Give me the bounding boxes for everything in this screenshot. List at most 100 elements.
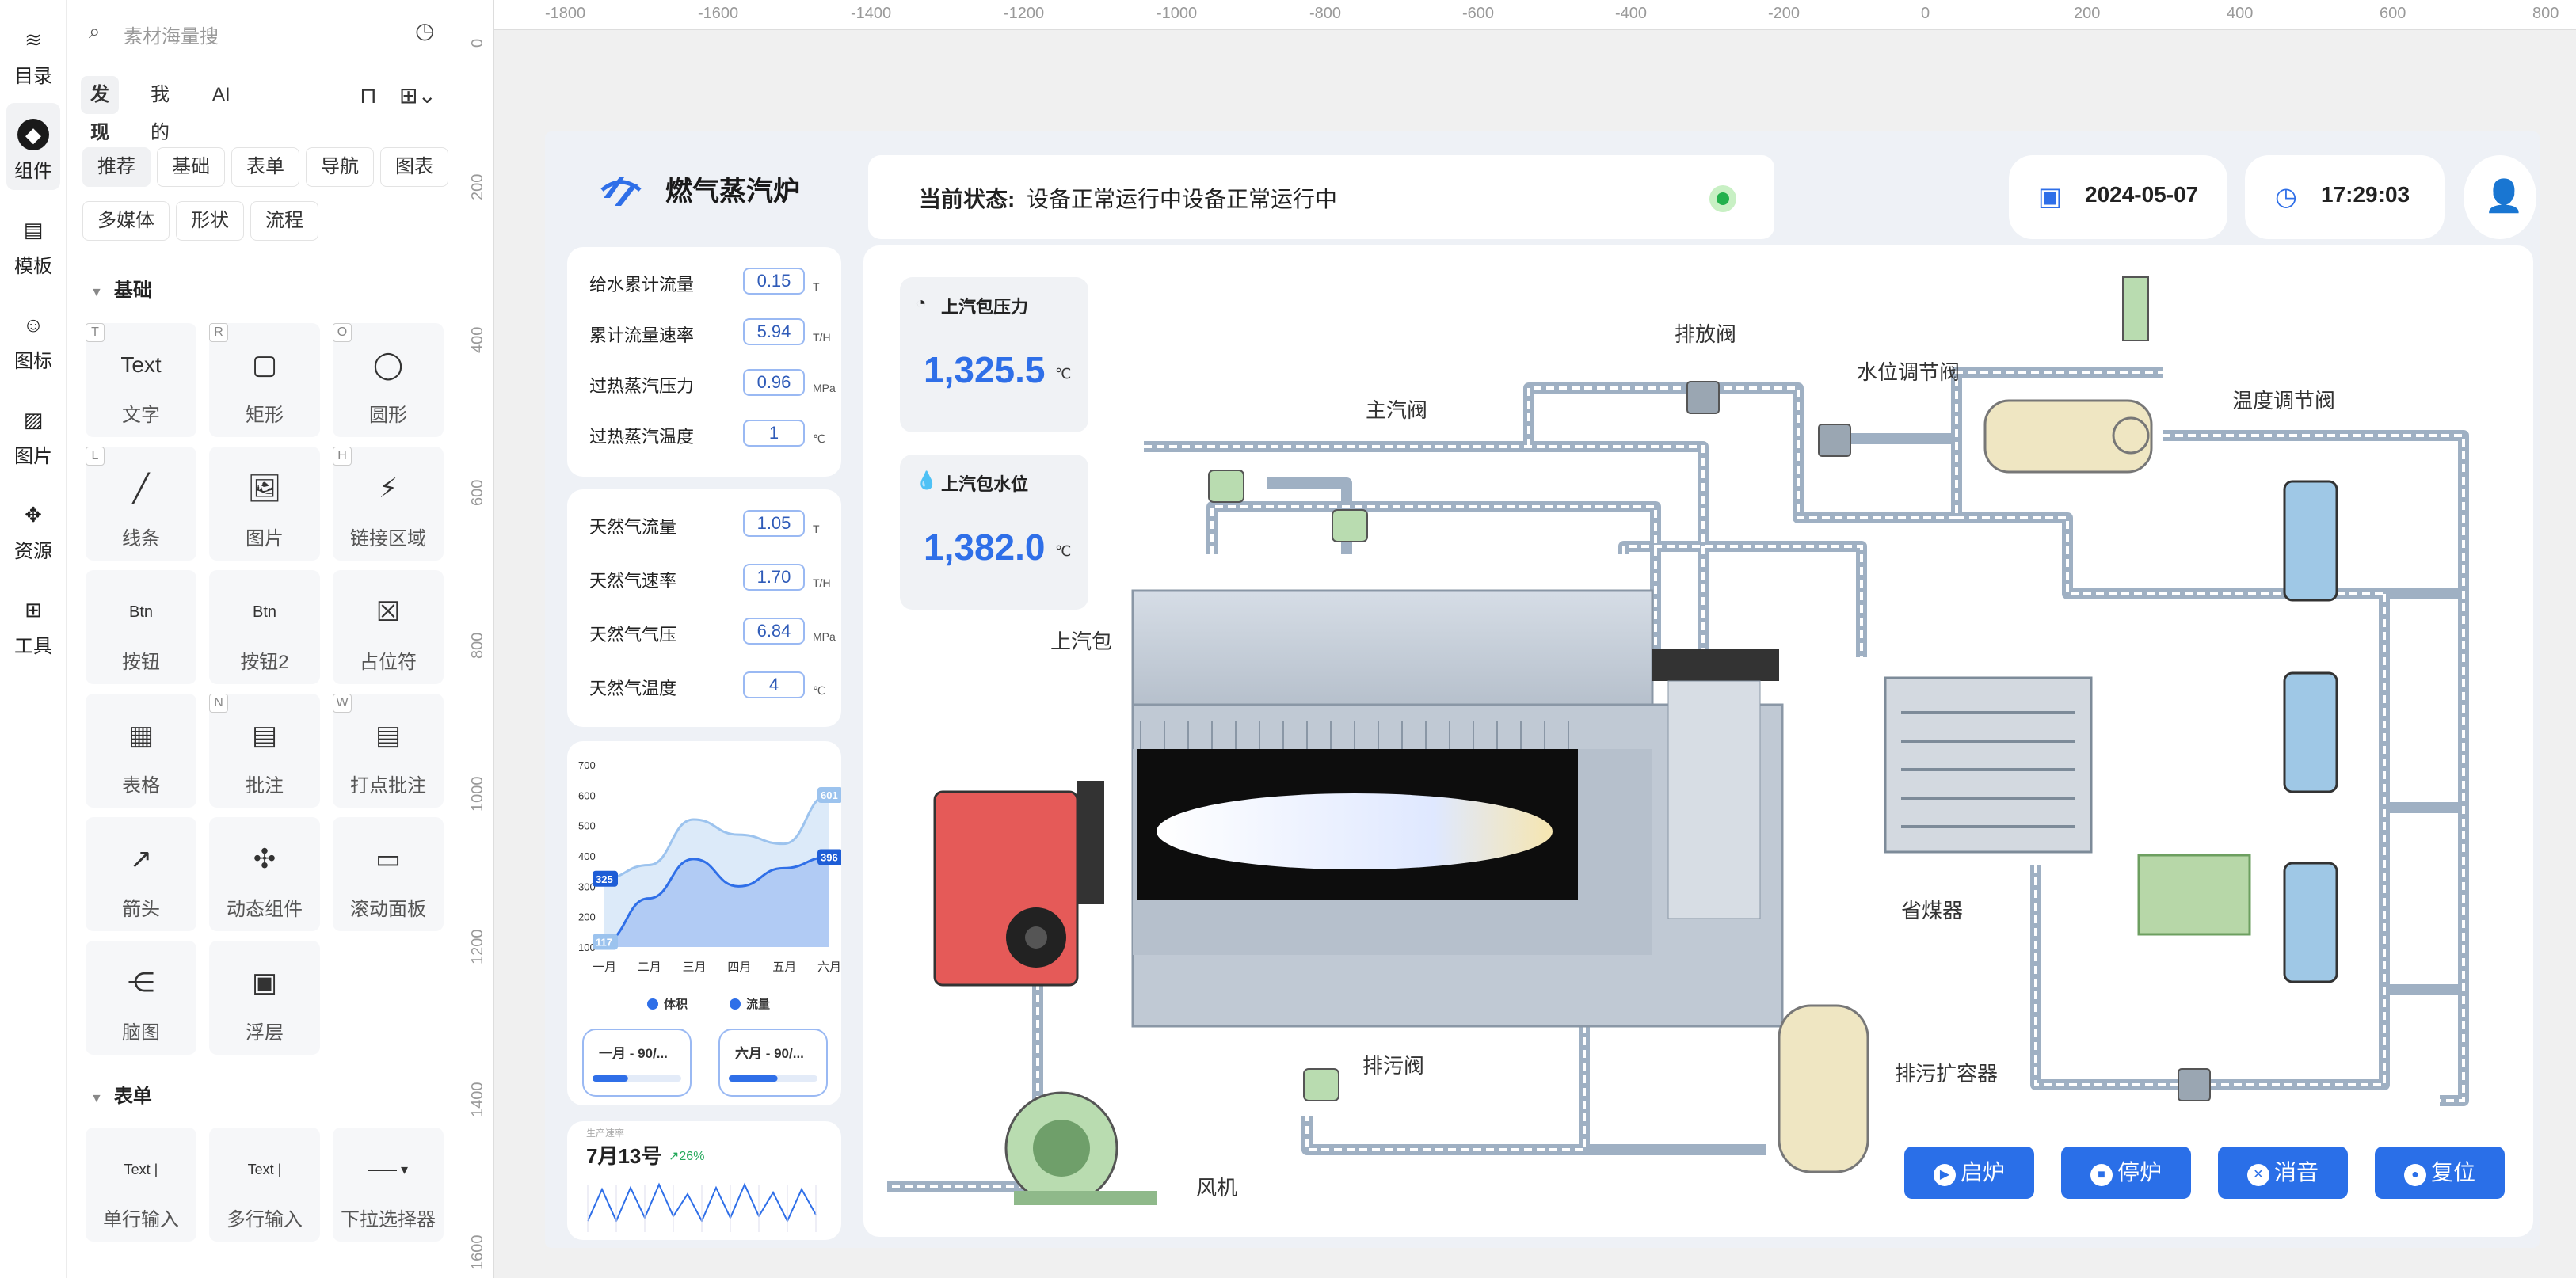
chip-media[interactable]: 多媒体	[82, 201, 170, 241]
metric-value: 1.70	[743, 564, 805, 591]
button-label: 消音	[2273, 1160, 2319, 1185]
ruler-tick-label: 200	[2074, 5, 2101, 22]
metric-unit: MPa	[813, 382, 836, 394]
mini-date: 7月13号	[586, 1144, 662, 1168]
metric-unit: T	[813, 523, 820, 535]
component-card[interactable]: ✣动态组件	[209, 817, 320, 931]
form-component-card[interactable]: Text |多行输入	[209, 1128, 320, 1242]
ruler-horizontal: -1800-1600-1400-1200-1000-800-600-400-20…	[467, 0, 2576, 30]
metric-label: 累计流量速率	[589, 325, 695, 345]
mute-button[interactable]: ✕消音	[2218, 1147, 2348, 1199]
component-card[interactable]: ▦表格	[86, 694, 196, 808]
ruler-tick-label: -1600	[698, 5, 739, 22]
component-icon: ▤	[251, 721, 278, 751]
chip-shape[interactable]: 形状	[176, 201, 244, 241]
status-text: 设备正常运行中设备正常运行中	[1027, 187, 1338, 211]
component-card[interactable]: O◯圆形	[333, 323, 444, 437]
search-icon: ⌕	[89, 19, 101, 43]
clock-icon: ◷	[2275, 182, 2297, 211]
tab-ai[interactable]: AI	[212, 84, 231, 105]
rail-item-templates[interactable]: ▤ 模板	[0, 198, 67, 285]
component-label: 下拉选择器	[341, 1209, 436, 1230]
component-icon: Text |	[124, 1162, 158, 1177]
component-label: 圆形	[369, 405, 407, 426]
stop-button[interactable]: ■停炉	[2061, 1147, 2191, 1199]
sensor-drum-pressure: ◔ 上汽包压力 1,325.5 ℃	[900, 277, 1088, 432]
start-button[interactable]: ▶启炉	[1904, 1147, 2034, 1199]
history-icon[interactable]: ◷	[415, 18, 435, 43]
metric-unit: T/H	[813, 576, 831, 589]
component-label: 链接区域	[350, 528, 426, 550]
rail-item-icons[interactable]: ☺ 图标	[0, 293, 67, 380]
component-card[interactable]: 🖼图片	[209, 447, 320, 561]
component-card[interactable]: N▤批注	[209, 694, 320, 808]
button-label: 复位	[2430, 1160, 2475, 1185]
chip-chart[interactable]: 图表	[380, 147, 448, 187]
reset-button[interactable]: ●复位	[2375, 1147, 2505, 1199]
ruler-tick-label: 200	[469, 173, 486, 200]
component-card[interactable]: L╱线条	[86, 447, 196, 561]
tab-mine[interactable]: 我的	[151, 84, 170, 143]
component-icon: —— ▾	[368, 1162, 409, 1177]
component-card[interactable]: ▣浮层	[209, 941, 320, 1055]
rail-label: 工具	[14, 636, 52, 657]
grid-view-icon[interactable]: ⊞⌄	[399, 83, 436, 108]
component-icon: ▣	[251, 968, 278, 998]
button-label: 停炉	[2117, 1160, 2162, 1185]
user-avatar[interactable]: 👤	[2464, 155, 2536, 239]
shortcut-key: R	[209, 323, 228, 342]
search-input[interactable]: 素材海量搜	[124, 26, 219, 48]
chip-nav[interactable]: 导航	[306, 147, 374, 187]
ruler-tick-label: 400	[469, 326, 486, 353]
image-icon: ▨	[23, 408, 44, 432]
component-panel: ⌕ 素材海量搜 ◷ 发现 我的 AI ⊓ ⊞⌄ 推荐 基础 表单 导航 图表 多…	[67, 0, 467, 1278]
design-canvas[interactable]: -1800-1600-1400-1200-1000-800-600-400-20…	[467, 0, 2576, 1278]
sensor-unit: ℃	[1055, 366, 1072, 382]
cube-icon: ◆	[17, 119, 49, 150]
boiler-dashboard: 燃气蒸汽炉 当前状态: 设备正常运行中设备正常运行中 ▣ 2024-05-07 …	[545, 131, 2540, 1248]
sensor-label: 上汽包压力	[941, 297, 1029, 317]
component-card[interactable]: ↗箭头	[86, 817, 196, 931]
gauge-icon: ◔	[916, 293, 927, 313]
rail-item-catalog[interactable]: ≋ 目录	[0, 8, 67, 95]
section-form[interactable]: ▼表单	[90, 1080, 152, 1108]
rail-item-tools[interactable]: ⊞ 工具	[0, 578, 67, 665]
search-box[interactable]: ⌕ 素材海量搜	[84, 14, 417, 48]
form-component-card[interactable]: Text |单行输入	[86, 1128, 196, 1242]
tab-discover[interactable]: 发现	[81, 76, 119, 143]
metric-label: 天然气速率	[589, 571, 677, 591]
chip-recommend[interactable]: 推荐	[82, 147, 151, 187]
progress-fill	[729, 1075, 778, 1082]
x-tick-label: 三月	[683, 960, 707, 974]
component-card[interactable]: W▤打点批注	[333, 694, 444, 808]
component-icon: ▭	[375, 844, 402, 874]
legend-label: 体积	[664, 997, 688, 1011]
tool-icon: ⊞	[25, 598, 42, 622]
component-icon: ◯	[372, 350, 404, 380]
rail-item-components[interactable]: ◆ 组件	[6, 103, 60, 190]
section-basic[interactable]: ▼基础	[90, 274, 152, 302]
component-card[interactable]: ▭滚动面板	[333, 817, 444, 931]
bookmark-icon[interactable]: ⊓	[360, 83, 377, 108]
ruler-tick-label: -600	[1462, 5, 1495, 22]
component-card[interactable]: R▢矩形	[209, 323, 320, 437]
ruler-tick-label: -1400	[851, 5, 892, 22]
mini-caption: 生产速率	[586, 1128, 625, 1139]
label-fan: 风机	[1196, 1176, 1238, 1200]
rail-item-resources[interactable]: ✥ 资源	[0, 483, 67, 570]
chip-basic[interactable]: 基础	[157, 147, 225, 187]
component-icon: 🖼	[247, 474, 282, 504]
component-card[interactable]: ☒占位符	[333, 570, 444, 684]
y-tick-label: 500	[578, 820, 596, 832]
boiler-schematic	[887, 276, 2469, 1205]
form-component-card[interactable]: —— ▾ 下拉选择器	[333, 1128, 444, 1242]
chip-form[interactable]: 表单	[231, 147, 299, 187]
chip-flow[interactable]: 流程	[250, 201, 318, 241]
component-card[interactable]: ⋲脑图	[86, 941, 196, 1055]
rail-item-images[interactable]: ▨ 图片	[0, 388, 67, 475]
component-card[interactable]: H⚡链接区域	[333, 447, 444, 561]
metric-value: 6.84	[743, 618, 805, 645]
